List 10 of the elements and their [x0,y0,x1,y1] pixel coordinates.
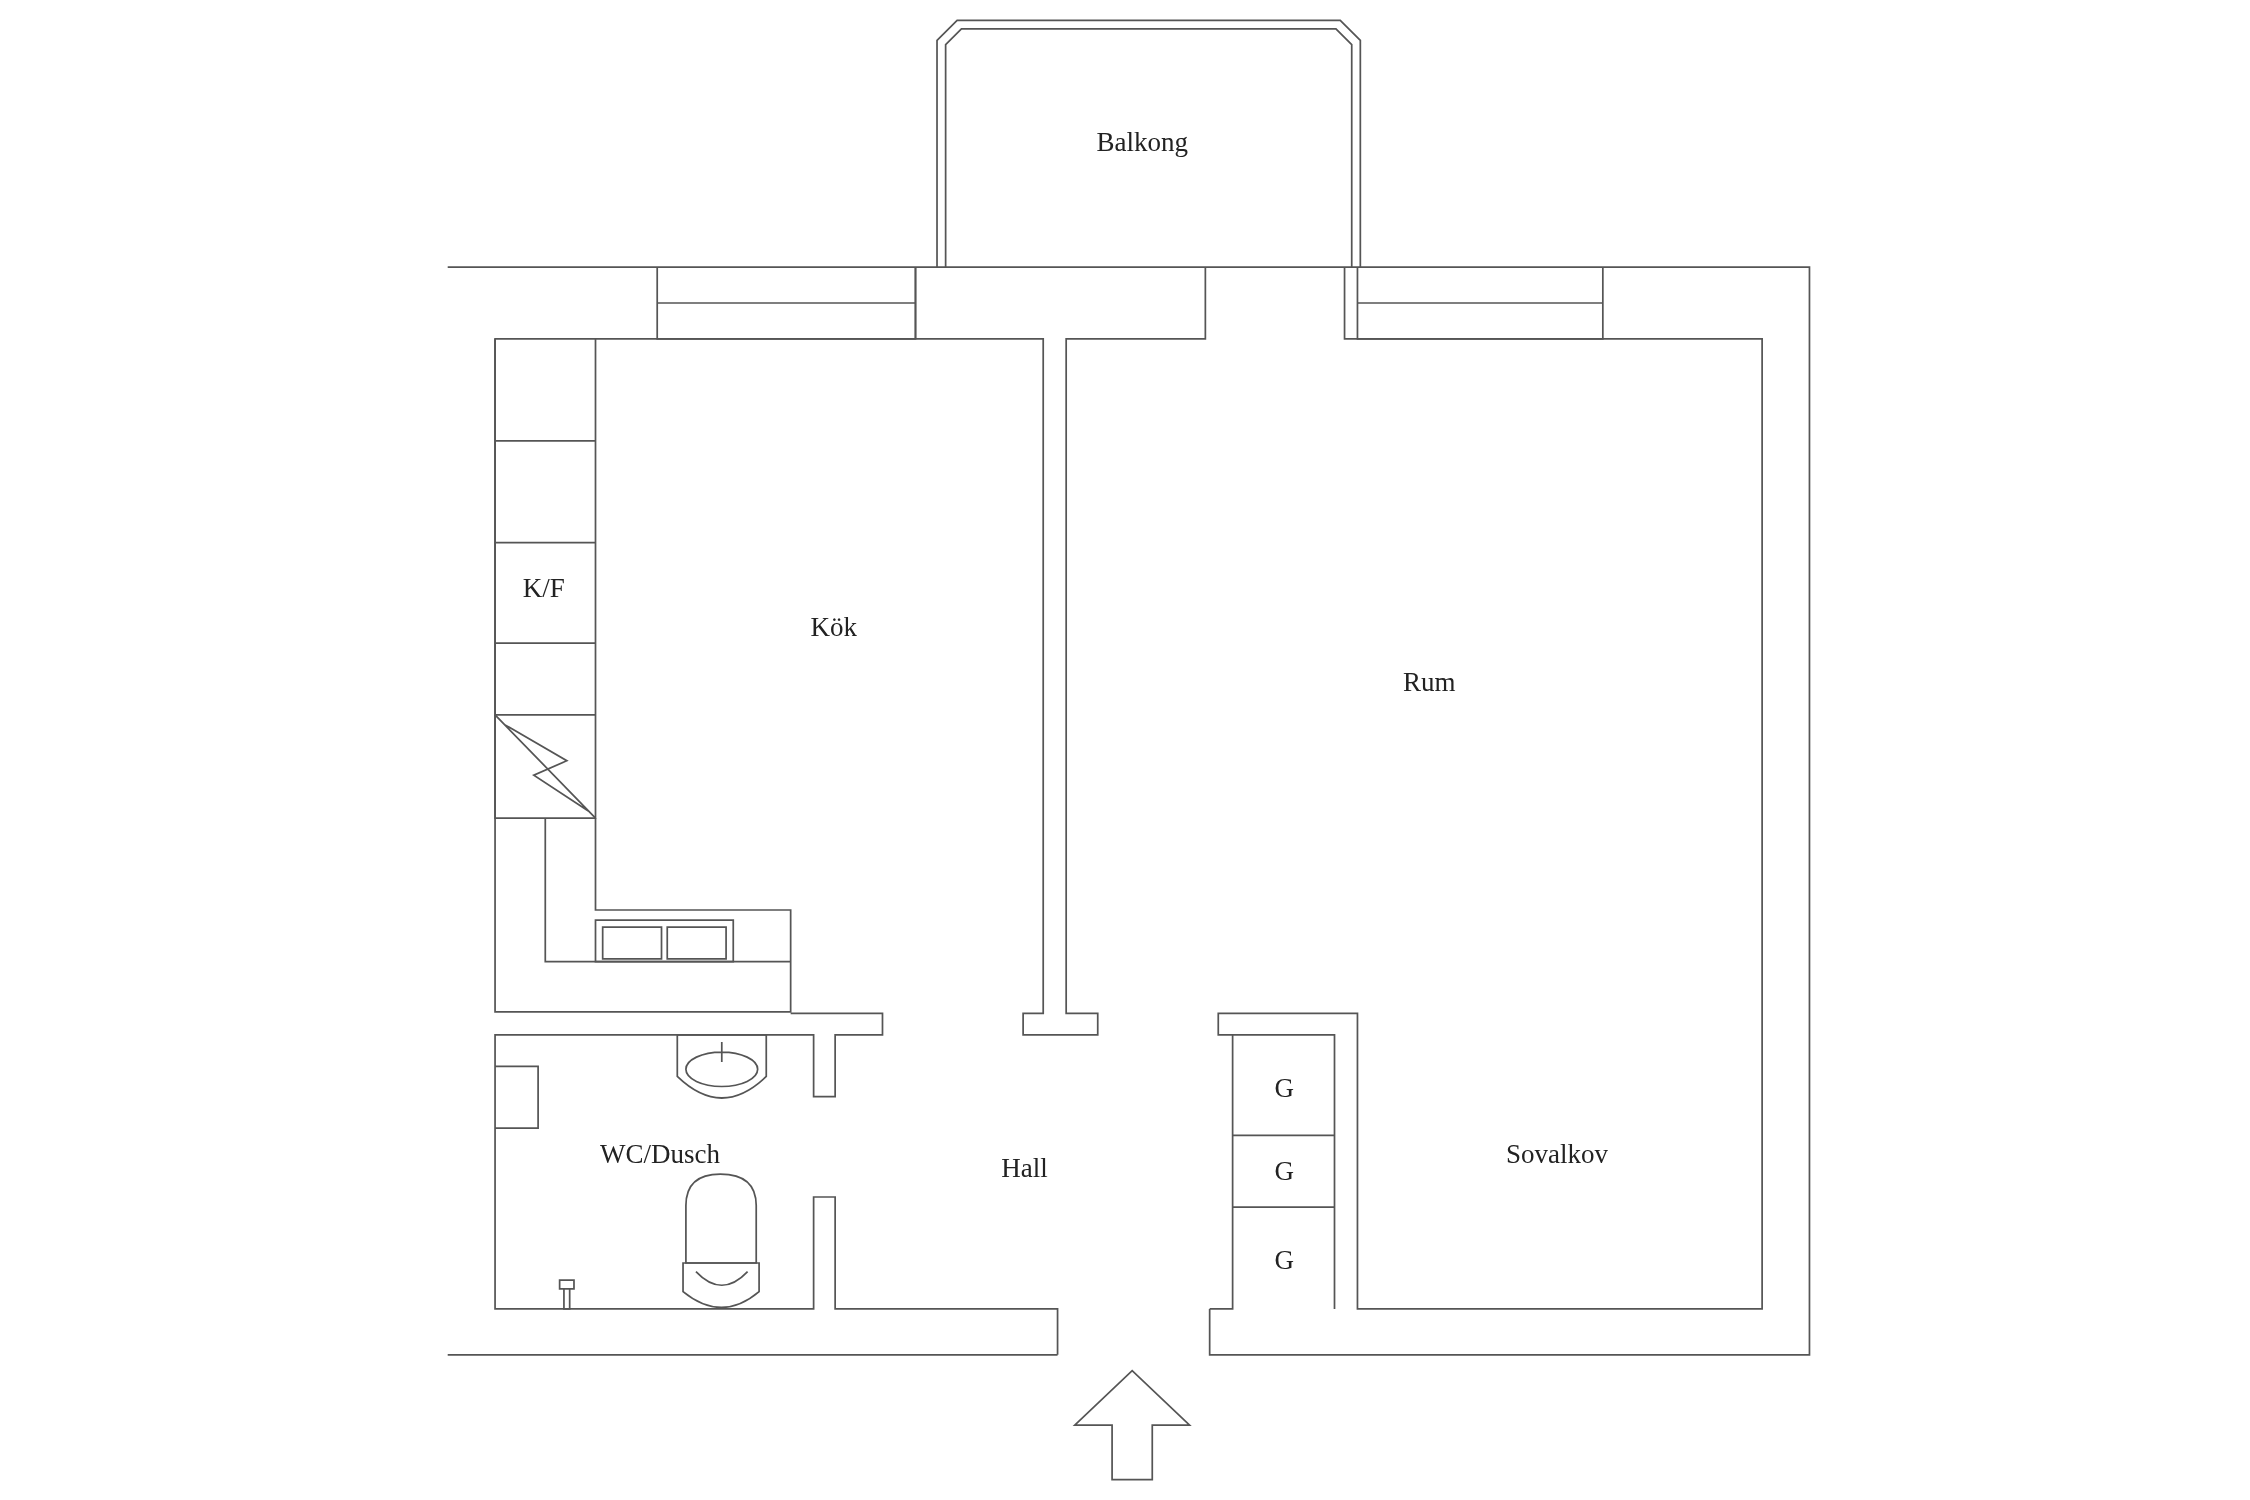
cabinet-label: G [1274,1155,1294,1187]
cabinet-label: G [1274,1244,1294,1276]
room-label: Rum [1402,666,1456,698]
cabinet-label: G [1274,1072,1294,1104]
room-label: Kök [810,611,857,643]
room-label: WC/Dusch [600,1138,721,1170]
room-label: Hall [1001,1152,1048,1184]
cabinet-label: K/F [522,572,565,604]
room-label: Balkong [1096,126,1188,158]
room-label: Sovalkov [1505,1138,1608,1170]
